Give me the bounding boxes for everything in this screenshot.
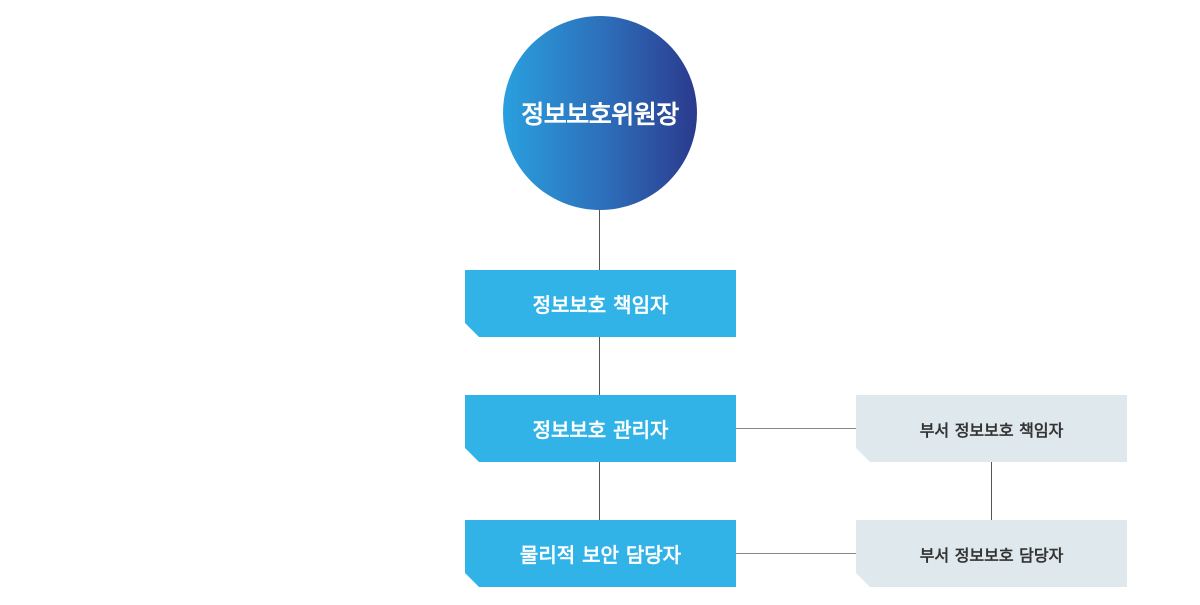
dept-security-staff-node: 부서 정보보호 담당자 [856,520,1127,587]
dept-security-officer-label: 부서 정보보호 책임자 [919,420,1064,440]
connector-manager-to-dept-officer [736,428,856,429]
connector-chair-to-officer [599,210,600,270]
security-officer-label: 정보보호 책임자 [532,293,669,317]
connector-officer-to-manager [599,337,600,395]
security-officer-node: 정보보호 책임자 [465,270,736,337]
dept-security-officer-node: 부서 정보보호 책임자 [856,395,1127,462]
connector-dept-officer-to-dept-staff [991,462,992,520]
security-manager-label: 정보보호 관리자 [532,418,669,442]
physical-security-label: 물리적 보안 담당자 [519,543,682,567]
security-manager-node: 정보보호 관리자 [465,395,736,462]
physical-security-node: 물리적 보안 담당자 [465,520,736,587]
connector-physical-to-dept-staff [736,553,856,554]
chairperson-label: 정보보호위원장 [521,100,679,129]
connector-manager-to-physical [599,462,600,520]
dept-security-staff-label: 부서 정보보호 담당자 [919,545,1064,565]
chairperson-node: 정보보호위원장 [503,16,697,210]
